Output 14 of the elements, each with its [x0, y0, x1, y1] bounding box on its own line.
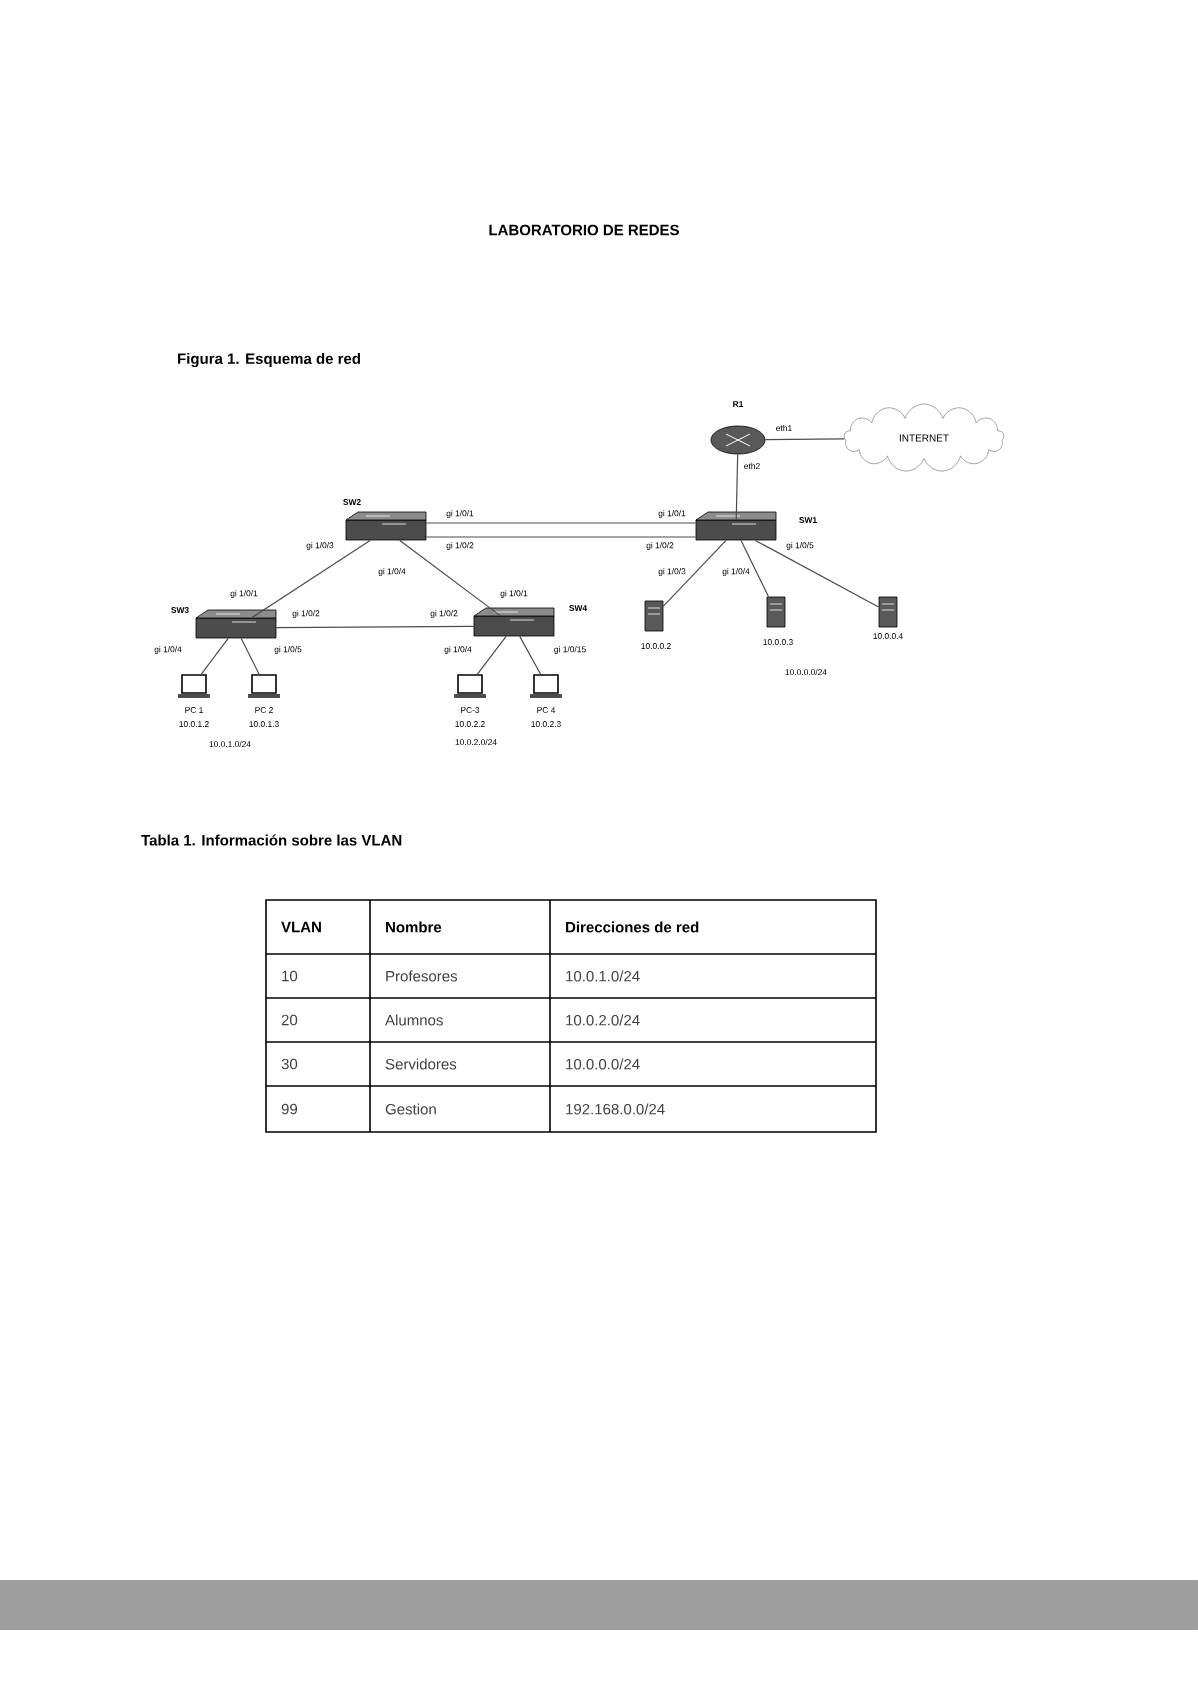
network-link — [519, 635, 542, 675]
network-link — [740, 539, 770, 598]
network-link — [399, 539, 501, 617]
network-link — [754, 539, 880, 608]
network-link — [425, 536, 697, 538]
network-link — [662, 539, 727, 607]
network-link — [251, 539, 371, 619]
network-link — [275, 625, 475, 629]
network-link — [476, 635, 507, 675]
network-link — [735, 453, 739, 521]
network-link — [240, 637, 260, 675]
network-link — [425, 522, 697, 524]
network-link — [200, 637, 229, 675]
network-link — [764, 438, 845, 441]
